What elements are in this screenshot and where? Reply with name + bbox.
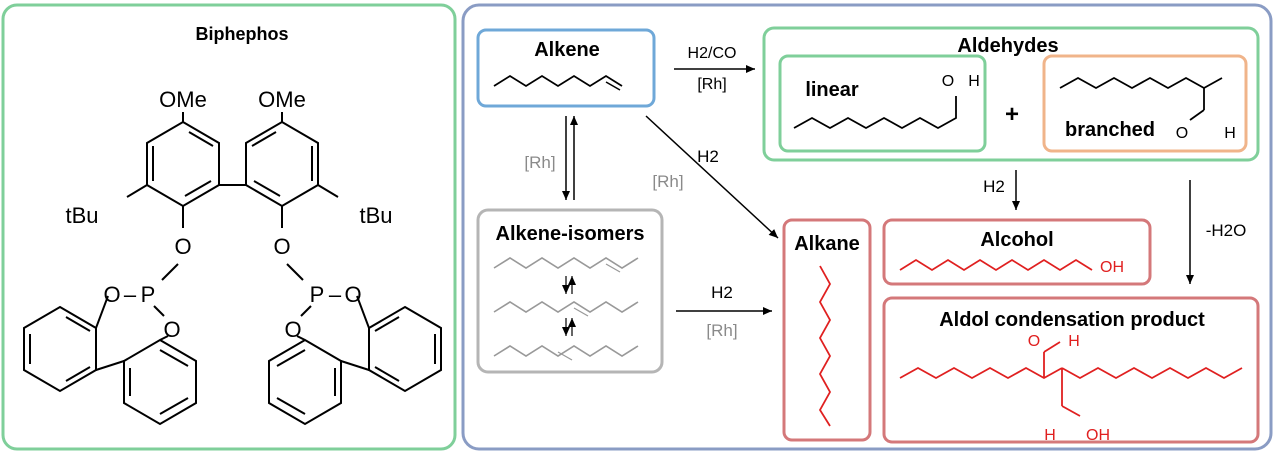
aldehydes-label: Aldehydes xyxy=(957,35,1058,57)
alkane-box: Alkane xyxy=(782,218,872,442)
alkene-box: Alkene xyxy=(476,28,656,108)
ome-right-label: OMe xyxy=(258,87,306,112)
plus-label: + xyxy=(1005,101,1019,128)
biphephos-panel: Biphephos xyxy=(1,3,457,451)
ring-upper-right xyxy=(245,120,319,208)
o-right-2-label: O xyxy=(284,317,301,342)
hydrogenation-diag-arrow xyxy=(645,115,779,239)
biphephos-structure xyxy=(23,112,442,426)
ring-lower-right-a xyxy=(368,305,442,393)
rh-top-label: [Rh] xyxy=(697,76,726,93)
isomer-3-molecule xyxy=(493,345,639,357)
alkene-isomers-box: Alkene-isomers xyxy=(476,208,664,374)
p-right-label: P xyxy=(310,282,325,307)
biphephos-frame xyxy=(1,3,457,451)
ome-left-label: OMe xyxy=(159,87,207,112)
dash-left-label: – xyxy=(124,282,137,307)
ring-lower-left-a xyxy=(23,305,97,393)
ring-lower-right-b xyxy=(268,338,342,426)
linear-aldehyde-molecule xyxy=(793,96,957,130)
aldehydes-box: Aldehydes linear O H + branched O H xyxy=(762,26,1260,162)
isomer-1-molecule xyxy=(493,257,639,269)
o-right-1-label: O xyxy=(344,282,361,307)
aldol-o-label: O xyxy=(1028,333,1040,350)
aldol-h-label: H xyxy=(1068,333,1080,350)
alkane-label: Alkane xyxy=(794,233,860,255)
o-right-link-label: O xyxy=(273,234,290,259)
branched-aldehyde-molecule xyxy=(1059,76,1223,90)
branched-label: branched xyxy=(1065,119,1155,141)
isomer-2-molecule xyxy=(493,301,639,313)
h2co-label: H2/CO xyxy=(688,45,737,62)
branched-o-label: O xyxy=(1176,125,1188,142)
minus-h2o-label: -H2O xyxy=(1206,221,1247,240)
tbu-left-label: tBu xyxy=(65,203,98,228)
rh-diag-label: [Rh] xyxy=(652,172,683,191)
alkene-label: Alkene xyxy=(534,39,600,61)
alcohol-oh-label: OH xyxy=(1100,259,1124,276)
alcohol-box: Alcohol OH xyxy=(882,218,1152,286)
o-left-link-label: O xyxy=(174,234,191,259)
linear-label: linear xyxy=(805,79,859,101)
linear-h-label: H xyxy=(968,73,980,90)
aldol-chain-right xyxy=(1061,366,1243,380)
scheme-panel: Alkene H2/CO [Rh] Aldehydes linear O H +… xyxy=(461,3,1273,451)
tbu-right-label: tBu xyxy=(359,203,392,228)
biphephos-labels: OMe OMe tBu tBu O O P P O – O O – O xyxy=(65,87,392,342)
h2-iso-label: H2 xyxy=(711,283,733,302)
alkene-molecule xyxy=(493,74,623,88)
biphephos-title: Biphephos xyxy=(196,24,289,44)
aldol-oh-label: OH xyxy=(1086,427,1110,444)
scheme-frame xyxy=(461,3,1273,451)
o-left-1-label: O xyxy=(103,282,120,307)
rh-iso-label: [Rh] xyxy=(524,153,555,172)
h2-diag-label: H2 xyxy=(697,147,719,166)
o-left-2-label: O xyxy=(163,317,180,342)
p-left-label: P xyxy=(141,282,156,307)
linear-box xyxy=(778,54,987,153)
aldol-chain-left xyxy=(899,366,1063,380)
rh-iso2-label: [Rh] xyxy=(706,321,737,340)
aldol-label: Aldol condensation product xyxy=(939,309,1205,331)
ring-upper-left xyxy=(146,120,220,208)
alcohol-molecule xyxy=(899,258,1093,272)
alkene-isomers-label: Alkene-isomers xyxy=(496,223,645,245)
alkane-molecule xyxy=(818,265,832,427)
aldol-box: Aldol condensation product O H H OH xyxy=(882,296,1260,444)
dash-right-label: – xyxy=(329,282,342,307)
linear-o-label: O xyxy=(942,73,954,90)
ring-lower-left-b xyxy=(123,338,197,426)
aldol-h2-label: H xyxy=(1044,427,1056,444)
h2-ald-label: H2 xyxy=(983,177,1005,196)
branched-box xyxy=(1042,54,1248,153)
isomerization-arrows xyxy=(562,116,578,200)
alcohol-label: Alcohol xyxy=(980,229,1053,251)
branched-h-label: H xyxy=(1224,125,1236,142)
